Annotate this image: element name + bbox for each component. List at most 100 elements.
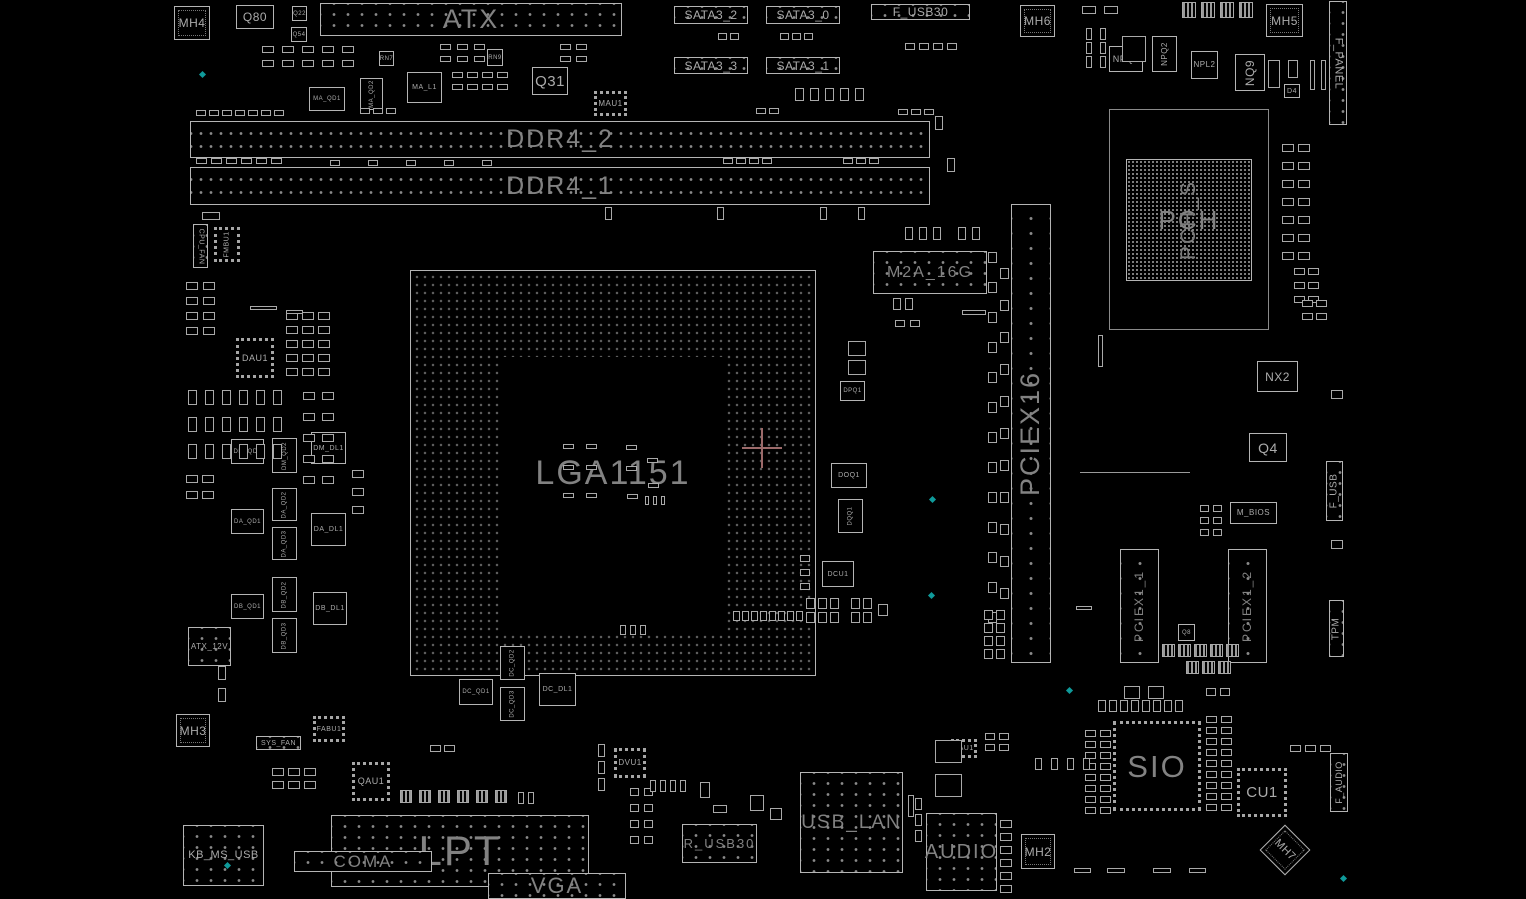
atx-connector[interactable]: ATX — [320, 3, 622, 36]
d4-part-label: D4 — [1287, 87, 1297, 95]
passive-pad — [1310, 60, 1315, 90]
mh4-hole[interactable]: MH4 — [174, 6, 210, 40]
sio-chip[interactable]: SIO — [1113, 721, 1201, 811]
rn9-part[interactable]: RN9 — [487, 49, 503, 66]
q31-part[interactable]: Q31 — [532, 67, 568, 95]
atx-12v-connector-label: ATX_12V — [190, 641, 229, 651]
passive-pad — [1302, 300, 1313, 307]
mh6-hole[interactable]: MH6 — [1020, 5, 1055, 37]
atx-12v-connector[interactable]: ATX_12V — [188, 627, 231, 666]
passive-pad — [322, 476, 334, 484]
kb-ms-usb-connector[interactable]: KB_MS_USB — [183, 825, 264, 886]
passive-pad — [586, 444, 597, 449]
passive-pad — [1321, 60, 1326, 90]
vga-connector[interactable]: VGA — [488, 873, 626, 899]
q4-part[interactable]: Q4 — [1249, 433, 1287, 462]
passive-pad — [858, 207, 865, 220]
da-qd3-part[interactable]: DA_QD3 — [272, 527, 297, 560]
usb-lan-connector[interactable]: USB_LAN — [800, 772, 903, 873]
passive-pad — [235, 110, 245, 116]
passive-pad — [560, 56, 571, 62]
passive-pad — [1298, 144, 1310, 152]
cu1-part[interactable]: CU1 — [1237, 768, 1287, 817]
q22-part[interactable]: Q22 — [292, 6, 307, 21]
ma-qd1-part[interactable]: MA_QD1 — [309, 87, 345, 111]
ma-qd2-part[interactable]: MA_QD2 — [360, 78, 383, 110]
mh7-hole[interactable]: MH7 — [1259, 824, 1311, 876]
passive-pad — [286, 340, 298, 348]
passive-pad — [1178, 644, 1191, 657]
ddr4-2-slot[interactable]: DDR4_2 — [190, 121, 930, 158]
dc-dl1-part[interactable]: DC_DL1 — [539, 673, 576, 706]
passive-pad — [318, 326, 330, 334]
db-qd1-part[interactable]: DB_QD1 — [231, 594, 264, 619]
m2a-16g-slot[interactable]: M2A_16G — [873, 251, 987, 294]
fabu1-part[interactable]: FABU1 — [313, 716, 345, 742]
passive-pad — [792, 33, 801, 40]
sata3-1-connector[interactable]: SATA3_1 — [766, 57, 840, 74]
da-dl1-part[interactable]: DA_DL1 — [311, 513, 346, 546]
passive-pad — [818, 612, 827, 623]
q80-part[interactable]: Q80 — [236, 5, 274, 29]
sata3-3-connector[interactable]: SATA3_3 — [674, 57, 748, 74]
passive-pad — [1074, 868, 1091, 873]
pciex16-slot[interactable]: PCIEX16 — [1011, 204, 1051, 663]
sys-fan-header[interactable]: SYS_FAN — [256, 736, 301, 750]
passive-pad — [239, 390, 248, 405]
r-usb30-connector[interactable]: R_USB30 — [682, 824, 757, 863]
passive-pad — [1226, 644, 1239, 657]
db-dl1-part[interactable]: DB_DL1 — [313, 592, 347, 625]
f-audio-connector[interactable]: F_AUDIO — [1330, 753, 1348, 812]
pciex1-1-slot[interactable]: PCIEX1_1 — [1120, 549, 1159, 663]
nq9-part[interactable]: NQ9 — [1235, 54, 1265, 91]
dpq1-part[interactable]: DPQ1 — [840, 381, 865, 401]
passive-pad — [1000, 833, 1012, 841]
mau1-part[interactable]: MAU1 — [594, 91, 627, 116]
da-qd2-part[interactable]: DA_QD2 — [272, 488, 297, 521]
lga1151-socket[interactable]: LGA1151 — [410, 270, 816, 676]
f-panel-connector[interactable]: F_PANEL — [1329, 1, 1347, 125]
db-qd3-part[interactable]: DB_QD3 — [272, 618, 297, 653]
doq1-part[interactable]: DOQ1 — [831, 463, 867, 488]
npq2-part[interactable]: NPQ2 — [1152, 36, 1177, 72]
sata3-0-connector[interactable]: SATA3_0 — [766, 6, 840, 24]
dau1-part[interactable]: DAU1 — [236, 338, 274, 378]
ddr4-1-slot[interactable]: DDR4_1 — [190, 167, 930, 205]
mh2-hole[interactable]: MH2 — [1021, 834, 1055, 869]
f-usb30-connector[interactable]: F_USB30 — [871, 4, 970, 20]
q54-part[interactable]: Q54 — [291, 27, 307, 42]
qau1-part[interactable]: QAU1 — [352, 762, 390, 801]
tpm-connector[interactable]: TPM — [1329, 600, 1344, 657]
rn7-part[interactable]: RN7 — [379, 51, 394, 66]
nx2-part[interactable]: NX2 — [1257, 361, 1298, 392]
audio-connector[interactable]: AUDIO — [925, 813, 997, 891]
passive-pad — [203, 312, 215, 320]
m-bios-part[interactable]: M_BIOS — [1230, 502, 1277, 524]
f-usb-connector[interactable]: F_USB — [1326, 461, 1343, 521]
da-qd1-part[interactable]: DA_QD1 — [231, 509, 264, 534]
dc-qd1-part[interactable]: DC_QD1 — [459, 679, 493, 705]
ma-l1-part[interactable]: MA_L1 — [407, 72, 442, 103]
fmbu1-part[interactable]: FMBU1 — [214, 227, 240, 262]
passive-pad — [1122, 36, 1146, 62]
d4-part[interactable]: D4 — [1284, 84, 1300, 98]
coma-connector[interactable]: COMA — [294, 851, 432, 872]
db-qd2-part[interactable]: DB_QD2 — [272, 577, 297, 612]
passive-pad — [795, 88, 804, 101]
ma-l1-part-label: MA_L1 — [412, 84, 437, 91]
dc-qd3-part[interactable]: DC_QD3 — [500, 687, 525, 721]
passive-pad — [209, 110, 219, 116]
mh5-hole[interactable]: MH5 — [1266, 4, 1303, 37]
cpu-fan-header[interactable]: CPU_FAN — [193, 224, 208, 268]
mh3-hole[interactable]: MH3 — [176, 714, 210, 747]
dc-qd2-part[interactable]: DC_QD2 — [500, 646, 525, 680]
dqq1-part[interactable]: DQQ1 — [838, 499, 863, 533]
sata3-2-connector[interactable]: SATA3_2 — [674, 6, 748, 24]
q8-part[interactable]: Q8 — [1178, 624, 1195, 641]
passive-pad — [303, 434, 315, 442]
npl2-part[interactable]: NPL2 — [1191, 51, 1218, 79]
dcu1-part[interactable]: DCU1 — [822, 561, 854, 587]
dvu1-part[interactable]: DVU1 — [614, 748, 646, 778]
passive-pad — [452, 84, 463, 90]
